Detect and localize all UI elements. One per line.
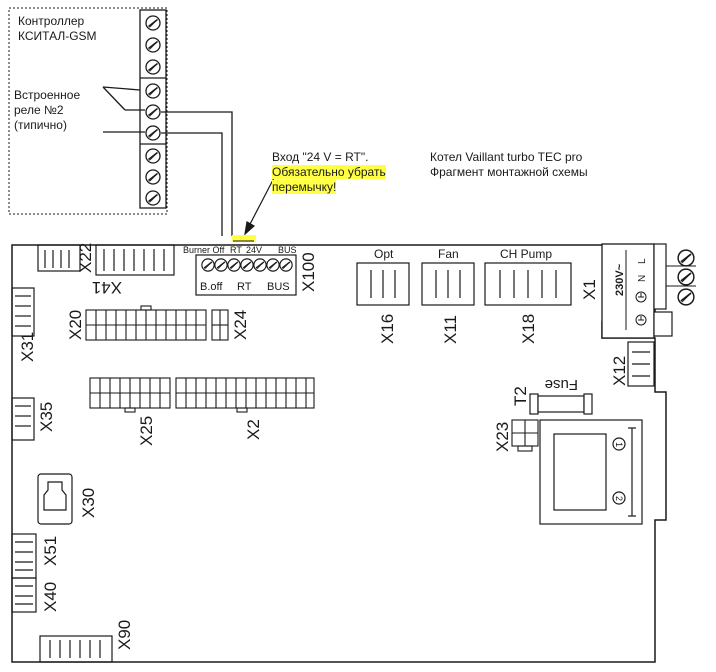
x100-top-bus: BUS bbox=[278, 245, 297, 255]
label-fuse: Fuse bbox=[545, 376, 578, 393]
x100-top-rt: RT bbox=[230, 245, 242, 255]
label-x23: X23 bbox=[493, 422, 512, 452]
ground-icon bbox=[635, 291, 647, 326]
label-x35: X35 bbox=[37, 402, 56, 432]
pcb-outline bbox=[11, 244, 667, 663]
label-x90: X90 bbox=[115, 620, 134, 650]
transformer bbox=[539, 419, 643, 525]
connector-x11 bbox=[421, 262, 475, 306]
connector-x35 bbox=[11, 397, 35, 441]
label-x2: X2 bbox=[244, 419, 263, 440]
connector-x23 bbox=[511, 419, 539, 452]
connector-x2 bbox=[175, 377, 315, 413]
x100-bottom-bus: BUS bbox=[267, 281, 290, 293]
label-x20: X20 bbox=[66, 310, 85, 340]
x100-top-24v: 24V bbox=[246, 245, 262, 255]
connector-x41 bbox=[95, 244, 175, 276]
controller bbox=[8, 7, 168, 215]
x100-bottom-boff: B.off bbox=[200, 281, 223, 293]
relay-label-line2: реле №2 bbox=[14, 103, 64, 117]
connector-x20 bbox=[85, 305, 207, 341]
relay-contact-lines bbox=[102, 86, 145, 133]
controller-title: Контроллер КСИТАЛ-GSM bbox=[18, 14, 97, 44]
connector-x25 bbox=[89, 377, 171, 413]
controller-dashed-box bbox=[8, 7, 168, 215]
connector-x18 bbox=[484, 262, 572, 306]
warning-line1: Обязательно убрать bbox=[272, 165, 386, 179]
pcb-board bbox=[11, 244, 667, 663]
mains-l-label: L bbox=[637, 258, 648, 264]
jumper-highlight bbox=[232, 235, 256, 242]
connector-x31 bbox=[11, 287, 35, 337]
label-x100: X100 bbox=[299, 252, 318, 292]
label-x40: X40 bbox=[41, 582, 60, 612]
relay-label-line3: (типично) bbox=[14, 118, 67, 132]
controller-title-line2: КСИТАЛ-GSM bbox=[18, 29, 97, 43]
label-fan: Fan bbox=[438, 247, 459, 261]
connector-x90 bbox=[39, 635, 113, 663]
boiler-title-line1: Котел Vaillant turbo TEC pro bbox=[430, 150, 583, 164]
x100-bottom-rt: RT bbox=[237, 281, 252, 293]
label-x41: X41 bbox=[92, 278, 122, 297]
input-annotation-text: Вход "24 V = RT". bbox=[272, 150, 369, 164]
connector-x40 bbox=[11, 577, 37, 613]
label-opt: Opt bbox=[374, 247, 394, 261]
warning-line2: перемычку! bbox=[272, 180, 337, 194]
boiler-title: Котел Vaillant turbo TEC pro Фрагмент мо… bbox=[430, 150, 588, 180]
x100-top-burner-off: Burner Off bbox=[183, 245, 225, 255]
label-x30: X30 bbox=[79, 488, 98, 518]
mains-voltage-label: 230V~ bbox=[614, 263, 626, 296]
connector-x100 bbox=[195, 235, 297, 296]
boiler-title-line2: Фрагмент монтажной схемы bbox=[430, 165, 588, 179]
rt-wires bbox=[161, 111, 233, 236]
controller-title-line1: Контроллер bbox=[18, 14, 85, 28]
connector-x22 bbox=[37, 244, 81, 272]
annotation-arrow bbox=[244, 177, 275, 236]
label-ch-pump: CH Pump bbox=[500, 247, 552, 261]
controller-terminal-strip bbox=[139, 9, 167, 209]
connector-x1 bbox=[601, 243, 696, 339]
label-x22: X22 bbox=[76, 243, 95, 273]
label-x31: X31 bbox=[18, 332, 37, 362]
connector-x30 bbox=[37, 473, 73, 525]
label-x25: X25 bbox=[137, 416, 156, 446]
transformer-pin-1: 1 bbox=[614, 442, 624, 447]
label-x12: X12 bbox=[610, 356, 629, 386]
relay-label-line1: Встроенное bbox=[14, 88, 81, 102]
label-x18: X18 bbox=[519, 314, 538, 344]
label-x51: X51 bbox=[41, 536, 60, 566]
label-t2: T2 bbox=[511, 386, 530, 406]
input-annotation: Вход "24 V = RT". Обязательно убрать пер… bbox=[272, 150, 386, 195]
label-x11: X11 bbox=[441, 315, 460, 344]
fuse-icon bbox=[529, 393, 593, 415]
mains-n-label: N bbox=[637, 275, 648, 282]
label-x1: X1 bbox=[580, 279, 599, 300]
connector-x24 bbox=[211, 309, 229, 341]
relay-label: Встроенное реле №2 (типично) bbox=[14, 88, 80, 133]
transformer-pin-2: 2 bbox=[614, 496, 624, 501]
connector-x12 bbox=[627, 341, 655, 387]
label-x16: X16 bbox=[378, 314, 397, 344]
connector-x16 bbox=[356, 262, 410, 306]
label-x24: X24 bbox=[231, 310, 250, 340]
